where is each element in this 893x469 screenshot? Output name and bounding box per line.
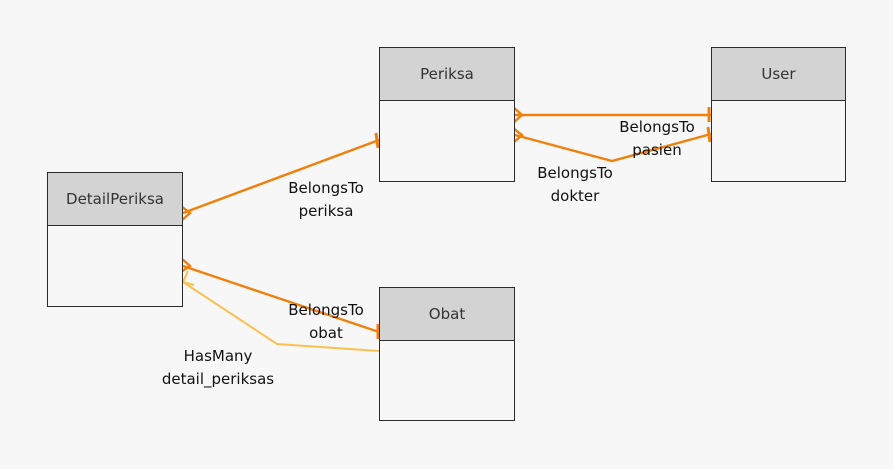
entity-obat[interactable]: Obat bbox=[379, 287, 515, 421]
label-periksa-user-pasien-name: pasien bbox=[632, 141, 681, 159]
label-obat-detail-periksas-name: detail_periksas bbox=[162, 370, 274, 389]
edge-detail-periksa-belongsto-periksa bbox=[180, 132, 380, 222]
label-periksa-user-dokter-name: dokter bbox=[551, 187, 600, 205]
label-detail-periksa-obat-type: BelongsTo bbox=[288, 301, 364, 319]
entity-user-title: User bbox=[712, 48, 845, 101]
edge-obat-hasmany-detail-periksas bbox=[181, 270, 380, 352]
label-detail-periksa-obat-name: obat bbox=[309, 324, 343, 342]
entity-user[interactable]: User bbox=[711, 47, 846, 182]
entity-detail-periksa[interactable]: DetailPeriksa bbox=[47, 172, 183, 307]
entity-periksa[interactable]: Periksa bbox=[379, 47, 515, 182]
label-periksa-user-pasien-type: BelongsTo bbox=[619, 118, 695, 136]
entity-obat-title: Obat bbox=[380, 288, 514, 341]
label-obat-detail-periksas-type: HasMany bbox=[184, 347, 253, 365]
label-detail-periksa-periksa-type: BelongsTo bbox=[288, 179, 364, 197]
edge-periksa-belongsto-user-dokter bbox=[512, 126, 712, 163]
label-periksa-user-dokter-type: BelongsTo bbox=[537, 164, 613, 182]
edge-periksa-belongsto-user-pasien bbox=[512, 106, 711, 124]
label-detail-periksa-periksa-name: periksa bbox=[299, 202, 354, 220]
entity-periksa-title: Periksa bbox=[380, 48, 514, 101]
edge-detail-periksa-belongsto-obat bbox=[180, 257, 380, 339]
entity-detail-periksa-title: DetailPeriksa bbox=[48, 173, 182, 226]
